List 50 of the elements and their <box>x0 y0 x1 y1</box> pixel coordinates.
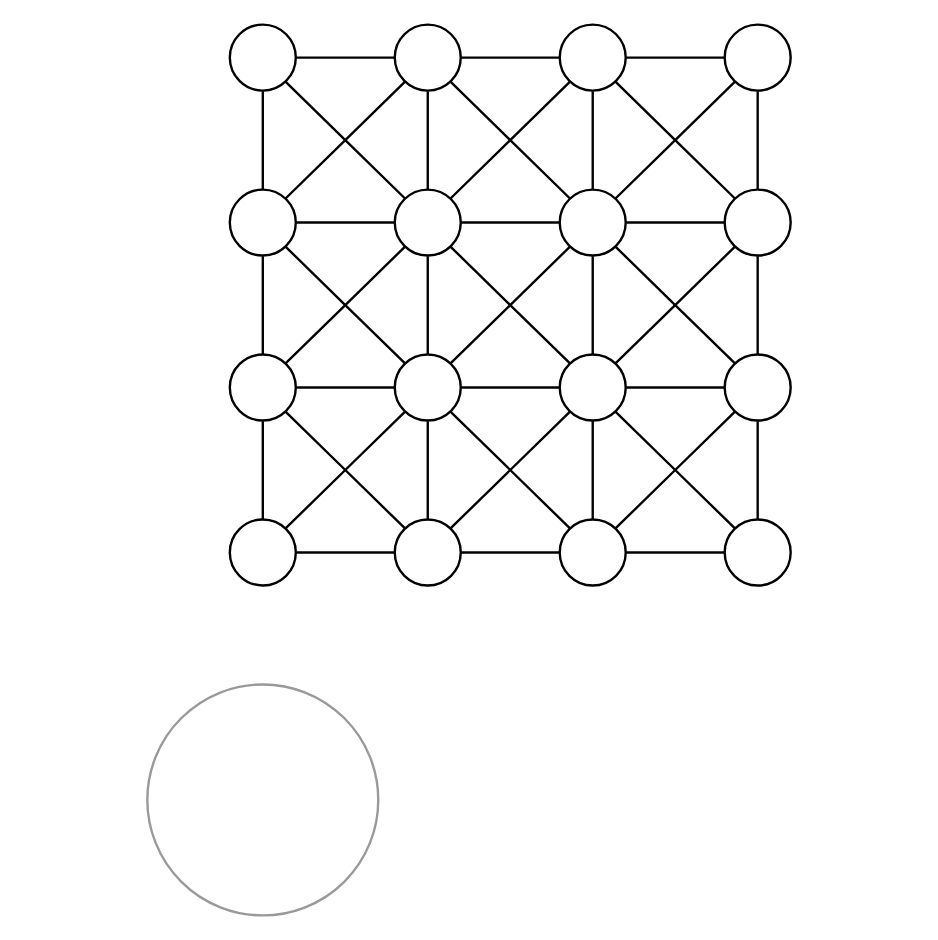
connector <box>284 81 406 200</box>
connector <box>614 410 736 530</box>
connector <box>296 551 395 554</box>
connector <box>626 56 725 59</box>
connector <box>756 91 759 190</box>
connector <box>614 81 736 200</box>
connector <box>449 410 571 530</box>
node-circle <box>228 188 297 257</box>
connector <box>461 551 560 554</box>
node-circle <box>146 683 380 917</box>
connector <box>261 256 264 355</box>
connector <box>284 410 406 530</box>
node-circle <box>228 353 297 422</box>
connector <box>461 56 560 59</box>
connector <box>591 256 594 355</box>
node-circle <box>558 23 627 92</box>
node-circle <box>393 23 462 92</box>
connector <box>626 551 725 554</box>
node-circle <box>393 518 462 587</box>
node-circle <box>723 353 792 422</box>
node-circle <box>558 518 627 587</box>
node-circle <box>393 188 462 257</box>
connector <box>296 221 395 224</box>
connector <box>591 421 594 520</box>
connector <box>449 245 571 365</box>
node-circle <box>558 188 627 257</box>
node-circle <box>723 188 792 257</box>
node-circle <box>228 518 297 587</box>
connector <box>591 91 594 190</box>
connector <box>756 256 759 355</box>
node-circle <box>723 23 792 92</box>
connector <box>261 421 264 520</box>
connector <box>261 91 264 190</box>
connector <box>461 386 560 389</box>
node-circle <box>228 23 297 92</box>
node-circle <box>723 518 792 587</box>
connector <box>426 421 429 520</box>
connector <box>756 421 759 520</box>
connector <box>614 245 736 365</box>
connector <box>296 386 395 389</box>
connector <box>449 81 571 200</box>
connector <box>626 221 725 224</box>
connector <box>426 91 429 190</box>
connector <box>284 245 406 365</box>
connector <box>426 256 429 355</box>
node-circle <box>558 353 627 422</box>
connector <box>461 221 560 224</box>
connector <box>296 56 395 59</box>
node-circle <box>393 353 462 422</box>
connector <box>626 386 725 389</box>
